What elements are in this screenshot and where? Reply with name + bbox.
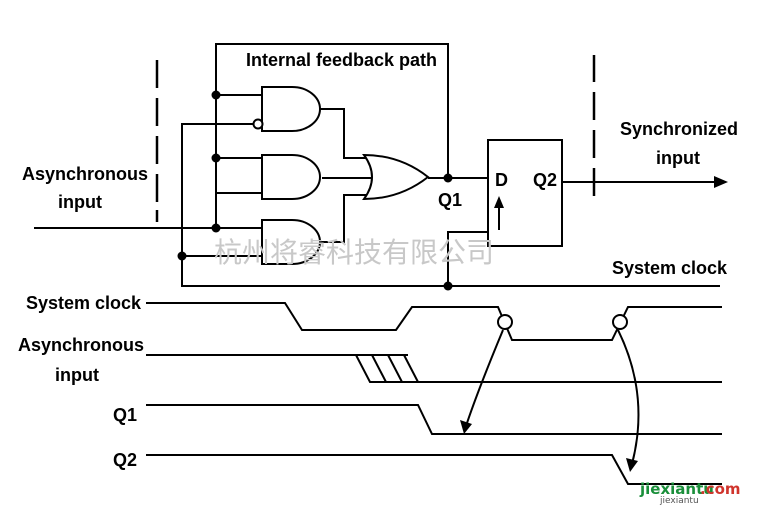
svg-text:jiexiantu: jiexiantu	[639, 480, 714, 498]
causal-arrow-q1	[465, 329, 504, 427]
system-clock-wire	[181, 256, 720, 287]
and-gate-top	[261, 86, 321, 132]
timing-label-async-line1: Asynchronous	[18, 335, 144, 355]
svg-text:jiexiantu: jiexiantu	[659, 496, 699, 506]
site-logo: jiexiantu .com jiexiantu	[639, 480, 741, 506]
watermark: 杭州将睿科技有限公司	[214, 236, 494, 269]
feedback-label: Internal feedback path	[246, 50, 437, 70]
waveform-q2	[146, 454, 722, 485]
q1-node-label: Q1	[438, 190, 462, 210]
junction-dots	[177, 90, 453, 291]
sync-output-label-line2: input	[656, 148, 700, 168]
d-flip-flop	[487, 139, 563, 247]
timing-diagram: System clock Asynchronous input Q1 Q2	[18, 293, 722, 485]
timing-label-q1: Q1	[113, 405, 137, 425]
inverter-bubble	[252, 118, 264, 130]
waveform-async-input	[146, 354, 722, 383]
sync-output-label-line1: Synchronized	[620, 119, 738, 139]
feedback-wire	[215, 43, 449, 178]
ff-q2-label: Q2	[533, 170, 557, 190]
waveform-system-clock	[146, 302, 722, 341]
timing-label-q2: Q2	[113, 450, 137, 470]
ff-d-label: D	[495, 170, 508, 190]
timing-label-async-line2: input	[55, 365, 99, 385]
async-uncertainty-hatch	[356, 354, 419, 383]
clock-edge-marker-1	[497, 314, 513, 330]
causal-arrow-q2	[617, 329, 640, 465]
circuit-wires	[34, 43, 728, 287]
and-gate-bottom	[261, 219, 321, 265]
async-input-label-line1: Asynchronous	[22, 164, 148, 184]
svg-text:.com: .com	[700, 480, 741, 498]
or-gate	[362, 153, 430, 201]
clock-edge-marker-2	[612, 314, 628, 330]
async-input-label-line2: input	[58, 192, 102, 212]
system-clock-label: System clock	[612, 258, 728, 278]
timing-label-system-clock: System clock	[26, 293, 142, 313]
and-gate-middle	[261, 154, 321, 200]
waveform-q1	[146, 404, 722, 435]
